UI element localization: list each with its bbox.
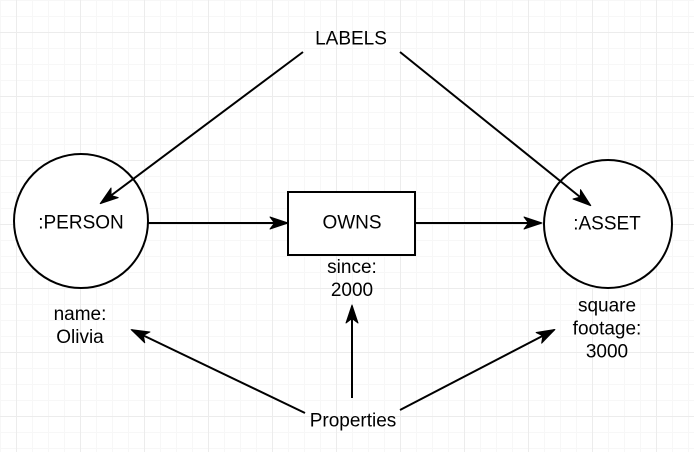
- edge-properties-to-footage[interactable]: [399, 329, 556, 411]
- owns-property-text[interactable]: since: 2000: [327, 256, 377, 302]
- labels-annotation[interactable]: LABELS: [315, 28, 387, 50]
- property-line: footage:: [572, 318, 642, 340]
- edge-labels-to-person[interactable]: [99, 51, 304, 205]
- person-property-text[interactable]: name: Olivia: [54, 303, 107, 349]
- property-line: name:: [53, 304, 107, 325]
- asset-node-label[interactable]: :ASSET: [573, 213, 641, 235]
- properties-annotation[interactable]: Properties: [309, 410, 397, 432]
- edge-labels-to-asset[interactable]: [399, 51, 592, 207]
- property-line: 3000: [585, 341, 629, 363]
- owns-relationship-box[interactable]: [287, 191, 416, 256]
- property-line: square: [577, 295, 637, 317]
- person-node-circle[interactable]: [13, 153, 149, 289]
- property-line: Olivia: [56, 327, 104, 348]
- edge-properties-to-name[interactable]: [130, 329, 306, 414]
- owns-relationship-label[interactable]: OWNS: [322, 212, 382, 234]
- asset-property-text[interactable]: square footage: 3000: [573, 295, 642, 364]
- property-line: 2000: [330, 280, 374, 301]
- person-node-label[interactable]: :PERSON: [38, 212, 124, 234]
- property-line: since:: [327, 257, 377, 278]
